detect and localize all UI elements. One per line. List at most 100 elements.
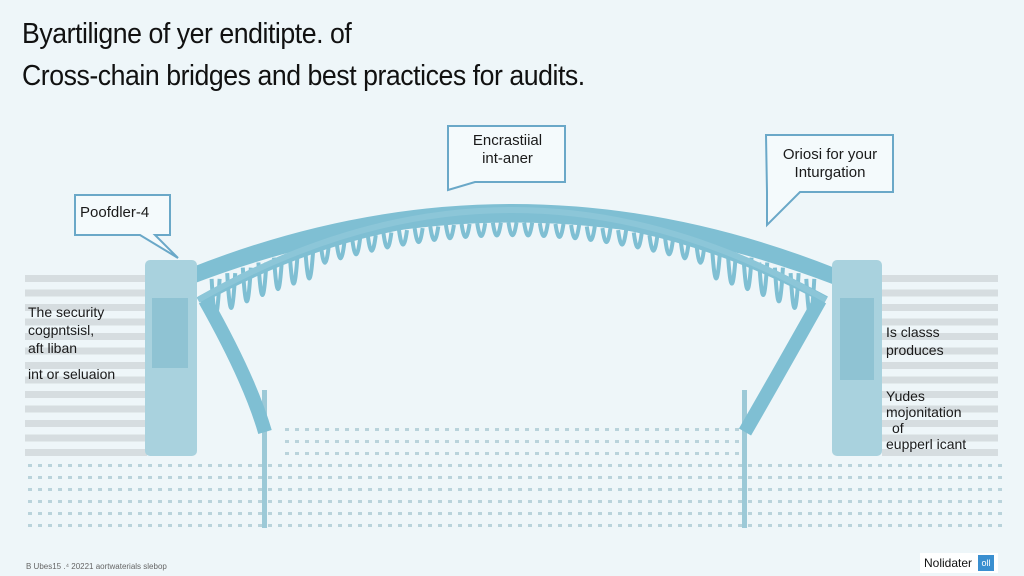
stripe bbox=[25, 405, 147, 413]
dot bbox=[68, 464, 72, 467]
dot bbox=[578, 500, 582, 503]
dot bbox=[545, 440, 549, 443]
dot bbox=[735, 428, 739, 431]
stripe bbox=[882, 362, 998, 369]
dot bbox=[248, 476, 252, 479]
dot bbox=[188, 464, 192, 467]
dot bbox=[495, 428, 499, 431]
dot bbox=[595, 428, 599, 431]
dot bbox=[828, 512, 832, 515]
dot bbox=[158, 488, 162, 491]
dot bbox=[515, 452, 519, 455]
dot bbox=[748, 500, 752, 503]
dot bbox=[788, 488, 792, 491]
dot bbox=[628, 524, 632, 527]
dot bbox=[308, 524, 312, 527]
left-stripes bbox=[25, 275, 147, 456]
dot bbox=[645, 440, 649, 443]
dot bbox=[305, 452, 309, 455]
dot bbox=[318, 488, 322, 491]
dot bbox=[168, 500, 172, 503]
dot bbox=[418, 500, 422, 503]
dot bbox=[448, 464, 452, 467]
dot bbox=[578, 512, 582, 515]
dot bbox=[248, 524, 252, 527]
dot bbox=[988, 500, 992, 503]
dot bbox=[585, 428, 589, 431]
dot bbox=[208, 464, 212, 467]
dot bbox=[808, 476, 812, 479]
dot bbox=[848, 500, 852, 503]
dot bbox=[518, 500, 522, 503]
dot bbox=[948, 524, 952, 527]
dot bbox=[898, 464, 902, 467]
dot bbox=[478, 512, 482, 515]
dot bbox=[848, 524, 852, 527]
dot bbox=[355, 440, 359, 443]
dot bbox=[878, 464, 882, 467]
dot bbox=[228, 464, 232, 467]
dot bbox=[748, 464, 752, 467]
dot bbox=[485, 428, 489, 431]
dot bbox=[828, 488, 832, 491]
dot bbox=[928, 500, 932, 503]
dot bbox=[998, 488, 1002, 491]
dot bbox=[808, 500, 812, 503]
dot bbox=[408, 488, 412, 491]
dot bbox=[638, 488, 642, 491]
dot bbox=[938, 524, 942, 527]
dot bbox=[58, 500, 62, 503]
dot bbox=[988, 464, 992, 467]
dot bbox=[625, 428, 629, 431]
dot bbox=[218, 524, 222, 527]
dot bbox=[375, 428, 379, 431]
dot bbox=[958, 524, 962, 527]
dot bbox=[738, 500, 742, 503]
dot bbox=[98, 464, 102, 467]
dot bbox=[468, 524, 472, 527]
dot bbox=[728, 476, 732, 479]
dot bbox=[498, 488, 502, 491]
dot bbox=[408, 464, 412, 467]
dot bbox=[858, 524, 862, 527]
dot bbox=[818, 512, 822, 515]
hanger bbox=[553, 223, 566, 239]
dot bbox=[698, 524, 702, 527]
dot bbox=[438, 500, 442, 503]
dot bbox=[868, 524, 872, 527]
dot bbox=[78, 524, 82, 527]
dot bbox=[688, 464, 692, 467]
dot bbox=[368, 464, 372, 467]
dot bbox=[288, 464, 292, 467]
dot bbox=[138, 476, 142, 479]
dot bbox=[438, 464, 442, 467]
dot bbox=[118, 500, 122, 503]
dot bbox=[138, 488, 142, 491]
dot bbox=[548, 488, 552, 491]
dot bbox=[878, 476, 882, 479]
stripe bbox=[25, 318, 147, 326]
dot bbox=[428, 500, 432, 503]
dot bbox=[458, 488, 462, 491]
dot bbox=[368, 500, 372, 503]
dot bbox=[978, 512, 982, 515]
dot bbox=[388, 488, 392, 491]
dot bbox=[68, 476, 72, 479]
dot bbox=[678, 476, 682, 479]
dot bbox=[528, 524, 532, 527]
dot bbox=[898, 476, 902, 479]
dot bbox=[495, 452, 499, 455]
dot bbox=[328, 464, 332, 467]
right-text-line: mojonitation bbox=[886, 404, 962, 420]
dot bbox=[308, 488, 312, 491]
dot bbox=[435, 452, 439, 455]
dot bbox=[408, 512, 412, 515]
dot bbox=[648, 500, 652, 503]
dot bbox=[58, 488, 62, 491]
stripe bbox=[25, 391, 147, 398]
dot bbox=[328, 500, 332, 503]
dot bbox=[615, 440, 619, 443]
dot bbox=[508, 488, 512, 491]
dot bbox=[748, 476, 752, 479]
dot bbox=[588, 464, 592, 467]
